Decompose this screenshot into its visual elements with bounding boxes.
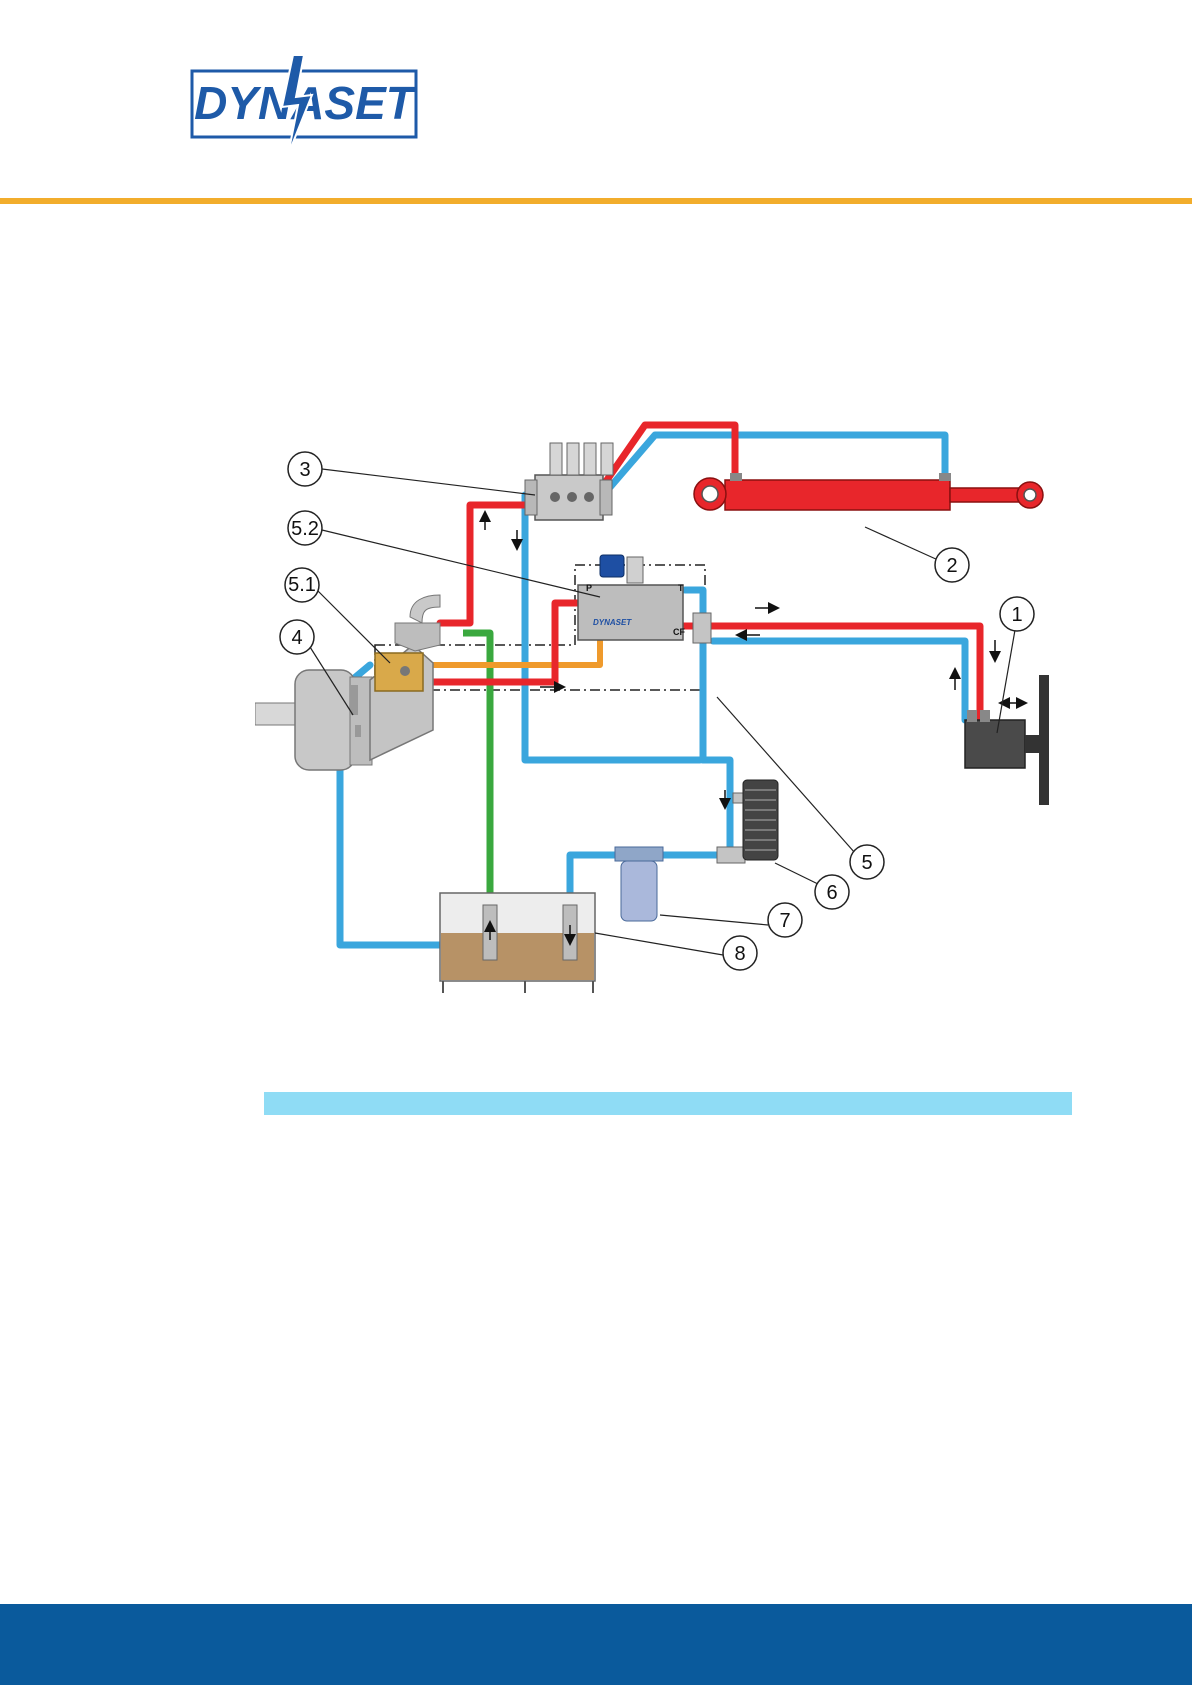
- oil-cooler: [743, 780, 778, 860]
- callout-7: 7: [768, 903, 802, 937]
- svg-text:1: 1: [1011, 604, 1022, 626]
- callout-4: 3: [288, 452, 322, 486]
- svg-text:8: 8: [734, 943, 745, 965]
- svg-text:6: 6: [826, 882, 837, 904]
- dynaset-logo: DYNASET: [190, 55, 420, 155]
- flow-arrows: [485, 513, 995, 943]
- control-valve-block: [525, 443, 613, 520]
- return-filter: [615, 847, 663, 921]
- section-bar: [264, 1092, 1072, 1115]
- dynaset-valve: P T CF DYNASET: [578, 555, 685, 640]
- hydraulic-cylinder: [694, 473, 1043, 510]
- oil-tank: [440, 893, 595, 993]
- callout-1: 1: [1000, 597, 1034, 631]
- svg-text:5: 5: [861, 852, 872, 874]
- footer-band: [0, 1604, 1192, 1685]
- callout-6: 6: [815, 875, 849, 909]
- header-divider: [0, 198, 1192, 204]
- port-label-cf: CF: [673, 627, 685, 637]
- suction-line: [463, 633, 490, 905]
- svg-text:5.1: 5.1: [288, 574, 316, 596]
- callout-8: 8: [723, 936, 757, 970]
- svg-text:7: 7: [779, 910, 790, 932]
- callout-2: 2: [935, 548, 969, 582]
- port-label-p: P: [586, 583, 592, 593]
- port-label-t: T: [678, 583, 684, 593]
- svg-text:2: 2: [946, 555, 957, 577]
- control-line: [415, 640, 600, 665]
- callout-5-2: 5.2: [288, 511, 322, 545]
- callout-5: 5: [850, 845, 884, 879]
- svg-text:5.2: 5.2: [291, 518, 319, 540]
- valve-brand: DYNASET: [593, 618, 632, 627]
- svg-text:4: 4: [291, 627, 302, 649]
- callout-3: 4: [280, 620, 314, 654]
- hydraulic-circuit-diagram: P T CF DYNASET: [255, 385, 1075, 1010]
- svg-text:3: 3: [299, 459, 310, 481]
- callout-5-1: 5.1: [285, 568, 319, 602]
